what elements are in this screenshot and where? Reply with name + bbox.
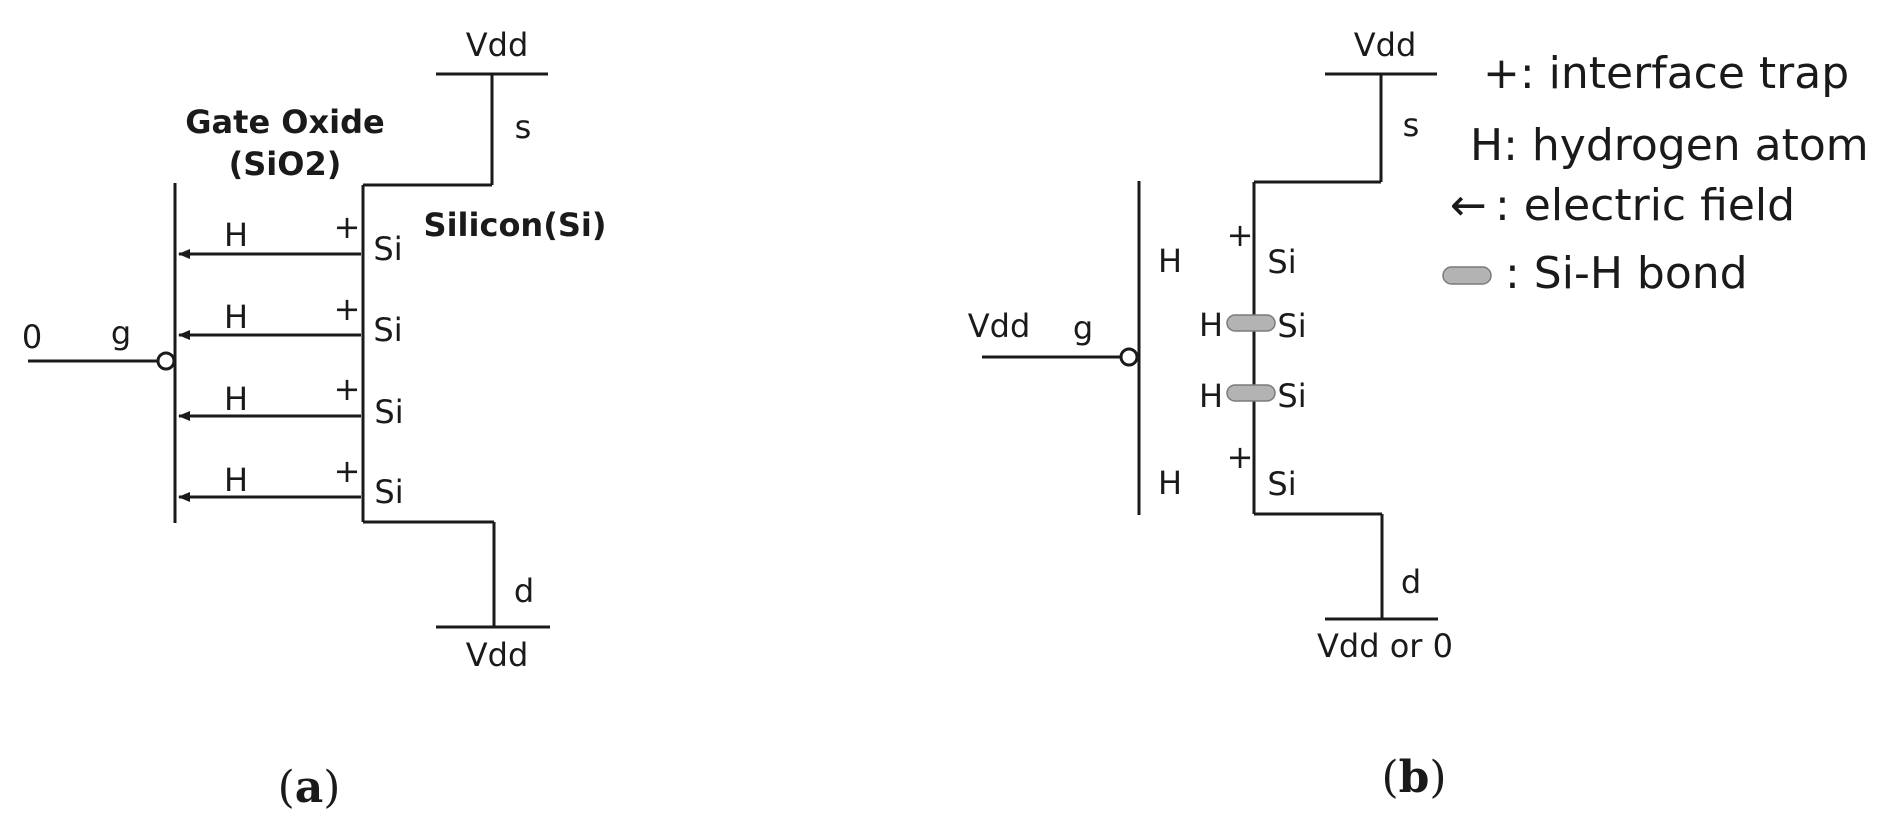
- si-h-bond: [1226, 314, 1276, 332]
- legend-arrow-icon: ←: [1450, 180, 1487, 231]
- interface-trap-label: +: [1227, 216, 1254, 254]
- gate-bubble: [1119, 347, 1139, 367]
- drain-terminal-label: d: [514, 572, 534, 610]
- si-h-bond: [1226, 384, 1276, 402]
- hydrogen-label: H: [224, 298, 248, 336]
- drain-supply-label: Vdd or 0: [1317, 627, 1453, 665]
- hydrogen-label: H: [1199, 306, 1223, 344]
- silicon-atom-label: Si: [374, 393, 403, 431]
- interface-trap-label: +: [334, 290, 361, 328]
- legend-interface-trap: +: interface trap: [1483, 48, 1849, 99]
- gate-bubble: [156, 351, 176, 371]
- legend-bond-icon: [1442, 266, 1492, 285]
- silicon-label: Silicon(Si): [424, 206, 607, 244]
- hydrogen-label: H: [1158, 464, 1182, 502]
- silicon-atom-label: Si: [374, 473, 403, 511]
- gate-oxide-title: Gate Oxide: [185, 103, 384, 141]
- source-supply-label: Vdd: [1354, 26, 1417, 64]
- gate-input-label: Vdd: [968, 307, 1031, 345]
- legend-electric-field: : electric field: [1495, 180, 1795, 231]
- gate-terminal-label: g: [1073, 309, 1093, 347]
- panel-a: Vdd s Gate Oxide (SiO2) Silicon(Si) H + …: [22, 26, 607, 813]
- silicon-atom-label: Si: [373, 311, 402, 349]
- hydrogen-label: H: [224, 216, 248, 254]
- drain-supply-label: Vdd: [466, 636, 529, 674]
- silicon-atom-label: Si: [1267, 243, 1296, 281]
- silicon-atom-label: Si: [1267, 465, 1296, 503]
- panel-b: Vdd s H + Si H Si H Si H + Si Vdd g d Vd…: [968, 26, 1453, 803]
- source-supply-label: Vdd: [466, 26, 529, 64]
- gate-oxide-material: (SiO2): [229, 145, 342, 183]
- gate-terminal-label: g: [111, 314, 131, 352]
- interface-trap-label: +: [334, 370, 361, 408]
- interface-trap-label: +: [334, 208, 361, 246]
- hydrogen-label: H: [1158, 242, 1182, 280]
- hydrogen-label: H: [224, 380, 248, 418]
- legend-si-h-bond: : Si-H bond: [1505, 248, 1748, 299]
- silicon-atom-label: Si: [1277, 307, 1306, 345]
- interface-trap-label: +: [334, 452, 361, 490]
- drain-terminal-label: d: [1401, 563, 1421, 601]
- hydrogen-label: H: [1199, 377, 1223, 415]
- panel-b-caption: (b): [1381, 752, 1446, 803]
- source-terminal-label: s: [1403, 106, 1420, 144]
- legend-hydrogen-atom: H: hydrogen atom: [1470, 120, 1869, 171]
- legend: +: interface trap H: hydrogen atom ← : e…: [1442, 48, 1869, 299]
- gate-input-label: 0: [22, 318, 42, 356]
- panel-a-caption: (a): [278, 762, 341, 813]
- interface-trap-label: +: [1227, 438, 1254, 476]
- silicon-atom-label: Si: [1277, 377, 1306, 415]
- source-terminal-label: s: [515, 108, 532, 146]
- hydrogen-label: H: [224, 461, 248, 499]
- silicon-atom-label: Si: [373, 230, 402, 268]
